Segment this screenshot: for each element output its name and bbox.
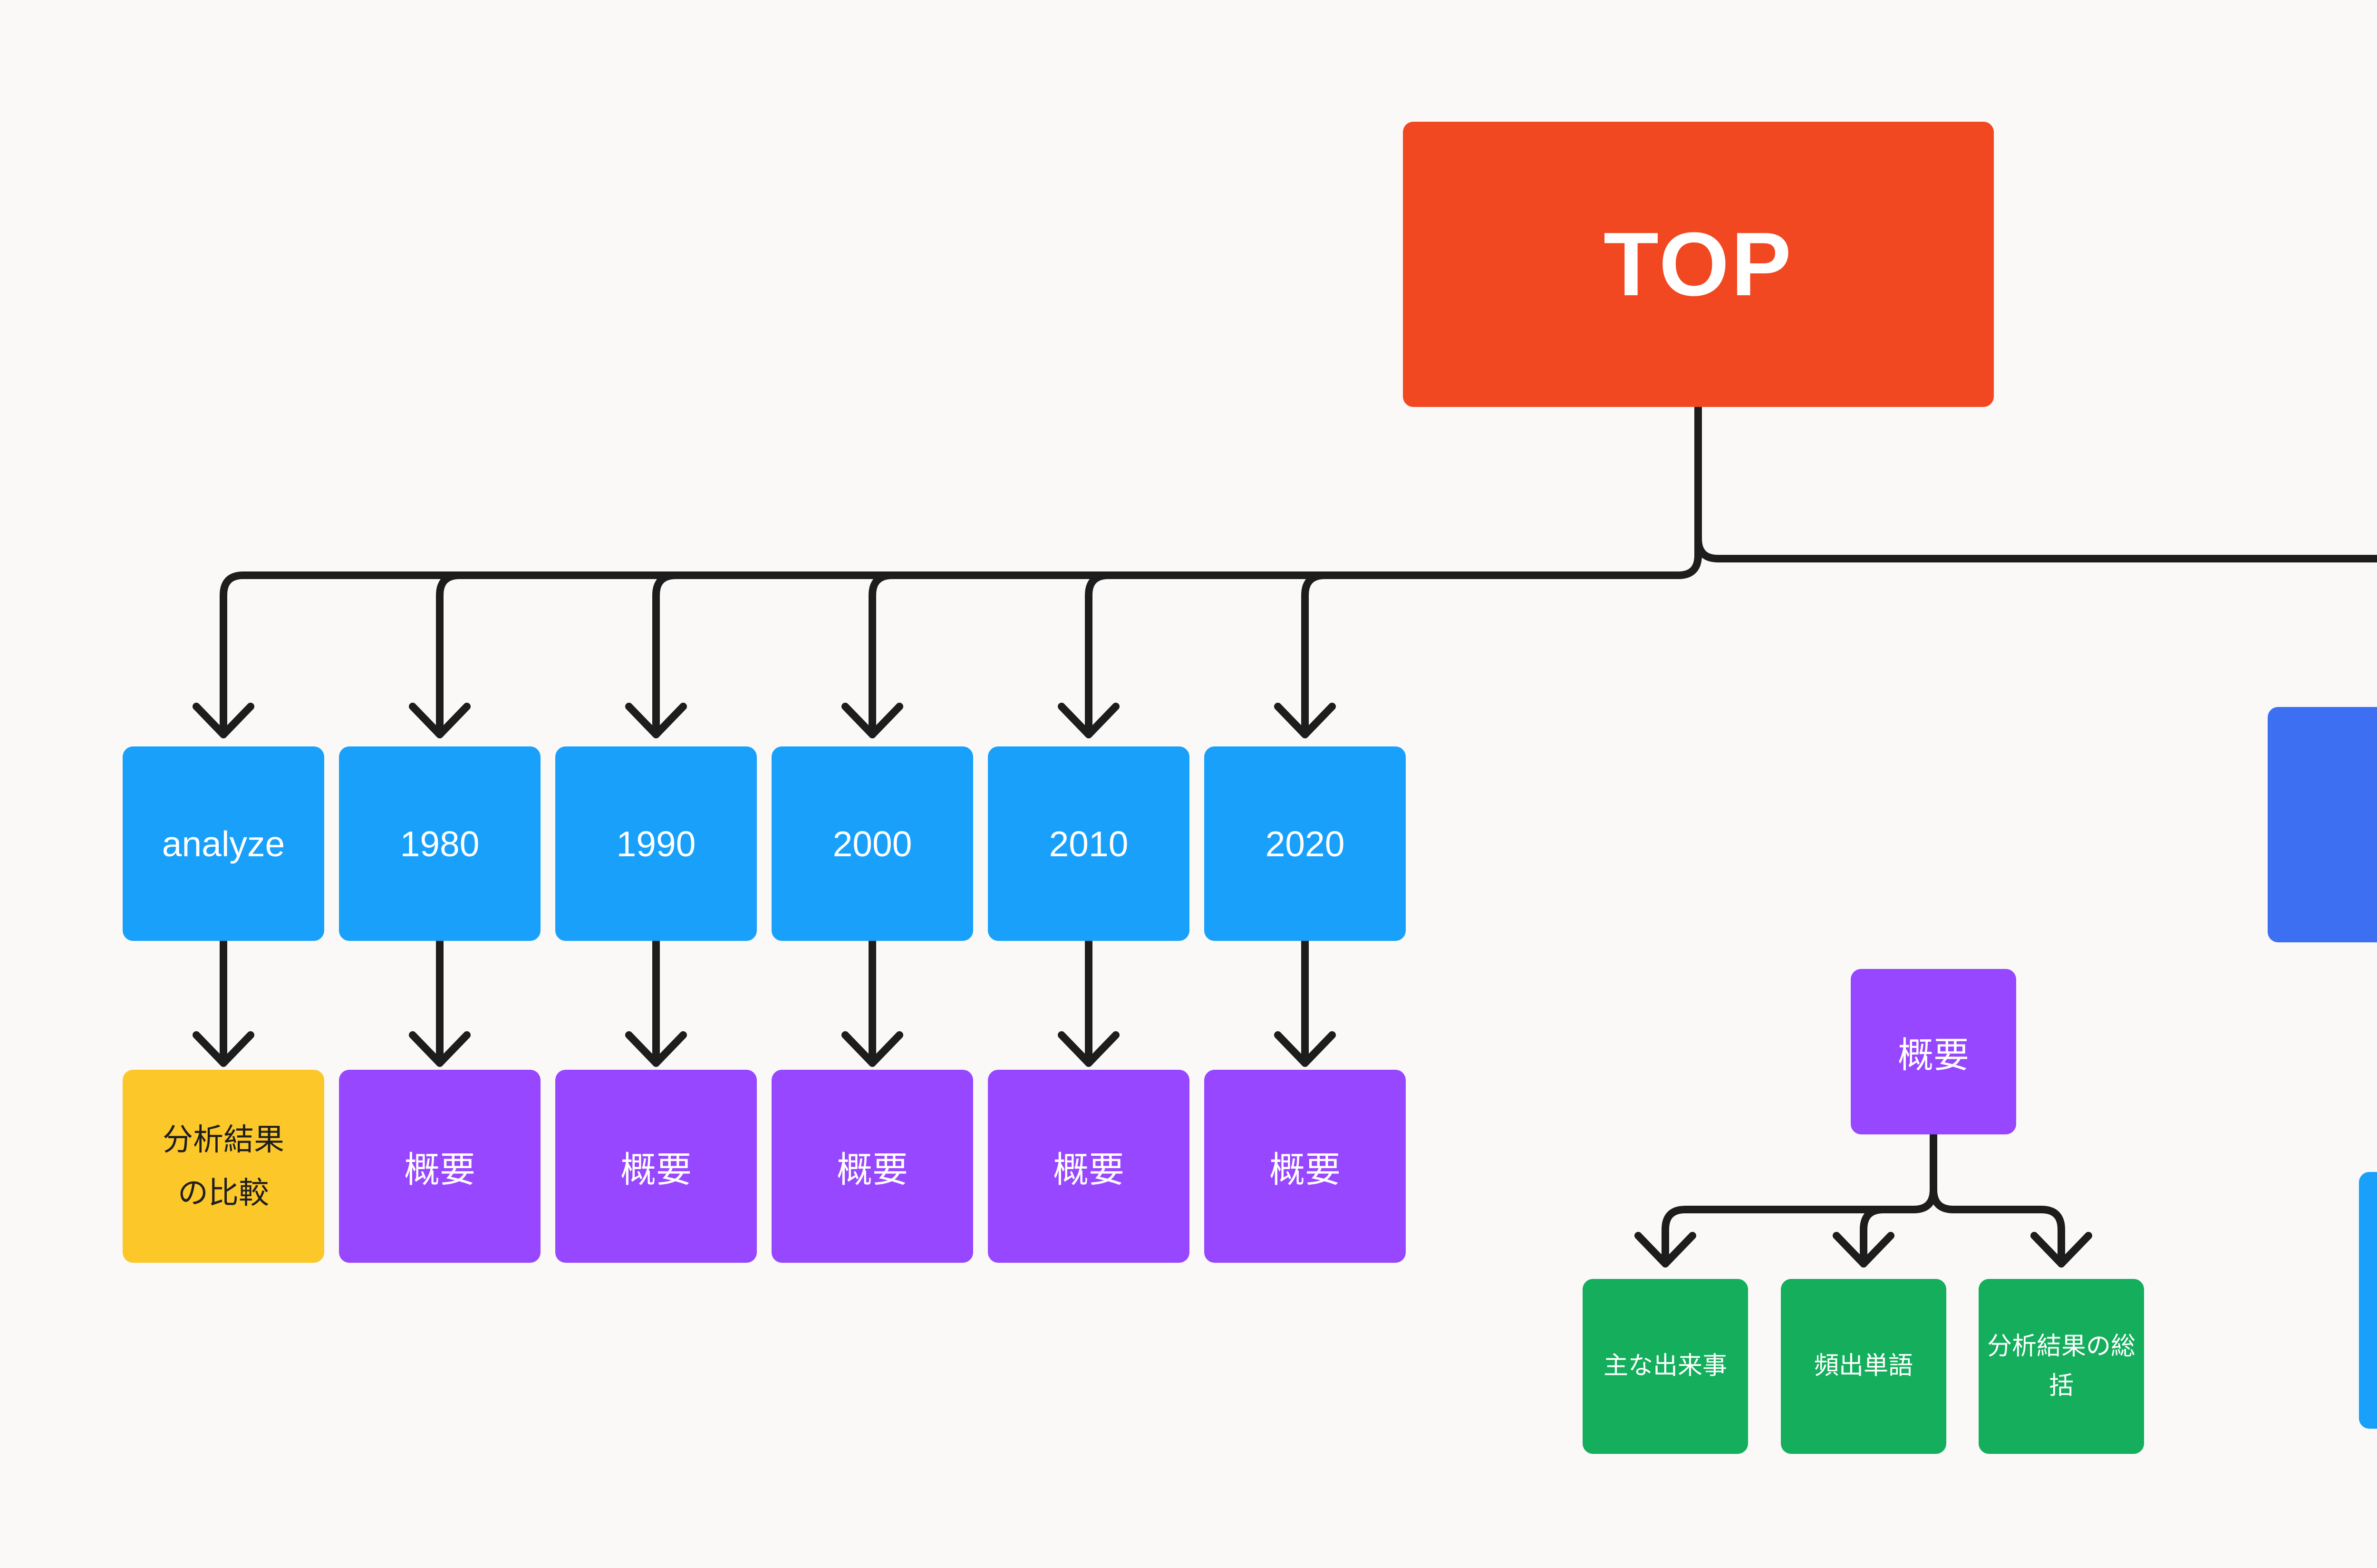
arrowhead-compare-icon (193, 1031, 254, 1067)
node-about-this-site[interactable]: このサイトについて (2359, 1172, 2377, 1429)
node-label: 概要 (620, 1149, 692, 1190)
connector-overview-to-summary (1930, 1131, 2065, 1268)
node-label: 分析結果の総括 (1987, 1332, 2135, 1400)
node-label: 頻出単語 (1814, 1352, 1913, 1380)
node-label: 分析結果の比較 (163, 1123, 284, 1210)
node-label: 2020 (1265, 823, 1345, 864)
arrowhead-ov2020-icon (1274, 1031, 1336, 1067)
arrowhead-ov2000-icon (841, 1031, 903, 1067)
node-overview-1990[interactable]: 概要 (555, 1070, 757, 1263)
node-label: 1990 (616, 823, 696, 864)
arrowhead-events-icon (1634, 1232, 1696, 1268)
arrowhead-summary-icon (2030, 1232, 2092, 1268)
node-label: 概要 (1897, 1035, 1969, 1075)
node-overview-2020[interactable]: 概要 (1204, 1070, 1406, 1263)
node-label: 2000 (832, 823, 912, 864)
node-label: analyze (162, 823, 285, 864)
node-main-events[interactable]: 主な出来事 (1583, 1279, 1748, 1454)
node-label: 概要 (836, 1149, 908, 1190)
node-overview-2010[interactable]: 概要 (988, 1070, 1189, 1263)
connector-top-to-analyze (220, 403, 1702, 738)
arrowhead-ov1980-icon (409, 1031, 471, 1067)
arrowhead-2000-icon (841, 703, 903, 738)
arrowhead-2010-icon (1058, 703, 1120, 738)
arrowhead-words-icon (1833, 1232, 1894, 1268)
node-analyze[interactable]: analyze (123, 746, 324, 941)
node-label: 主な出来事 (1603, 1352, 1727, 1380)
connector-top-to-2020 (1301, 571, 1329, 738)
connector-top-to-2000 (869, 571, 896, 738)
node-overview-2000[interactable]: 概要 (772, 1070, 973, 1263)
arrowhead-analyze-icon (193, 703, 254, 738)
node-2000[interactable]: 2000 (772, 746, 973, 941)
node-analysis-summary[interactable]: 分析結果の総括 (1979, 1279, 2144, 1454)
node-1990[interactable]: 1990 (555, 746, 757, 941)
connectors (193, 403, 2377, 1268)
arrowhead-2020-icon (1274, 703, 1336, 738)
node-label: 1980 (400, 823, 480, 864)
arrowhead-1980-icon (409, 703, 471, 738)
connector-overview-to-events (1662, 1131, 1937, 1268)
node-label: 2010 (1049, 823, 1129, 864)
node-frequent-words[interactable]: 頻出単語 (1781, 1279, 1946, 1454)
node-2020[interactable]: 2020 (1204, 746, 1406, 941)
arrowhead-ov2010-icon (1058, 1031, 1120, 1067)
node-2010[interactable]: 2010 (988, 746, 1189, 941)
node-about[interactable]: ABOUT (2268, 707, 2377, 942)
node-1980[interactable]: 1980 (339, 746, 541, 941)
node-overview-1980[interactable]: 概要 (339, 1070, 541, 1263)
node-label: 概要 (1053, 1149, 1124, 1190)
arrowhead-ov1990-icon (625, 1031, 687, 1067)
connector-top-to-1990 (652, 571, 680, 738)
connector-top-to-about (1694, 403, 2377, 562)
node-label: 概要 (404, 1149, 475, 1190)
node-compare-results[interactable]: 分析結果の比較 (123, 1070, 324, 1263)
node-label: TOP (1603, 214, 1794, 315)
connector-overview-to-words (1860, 1206, 1887, 1268)
connector-top-to-2010 (1085, 571, 1112, 738)
node-top[interactable]: TOP (1403, 122, 1994, 407)
arrowhead-1990-icon (625, 703, 687, 738)
connector-top-to-1980 (436, 571, 464, 738)
node-label: 概要 (1269, 1149, 1341, 1190)
node-overview-center[interactable]: 概要 (1851, 969, 2016, 1134)
